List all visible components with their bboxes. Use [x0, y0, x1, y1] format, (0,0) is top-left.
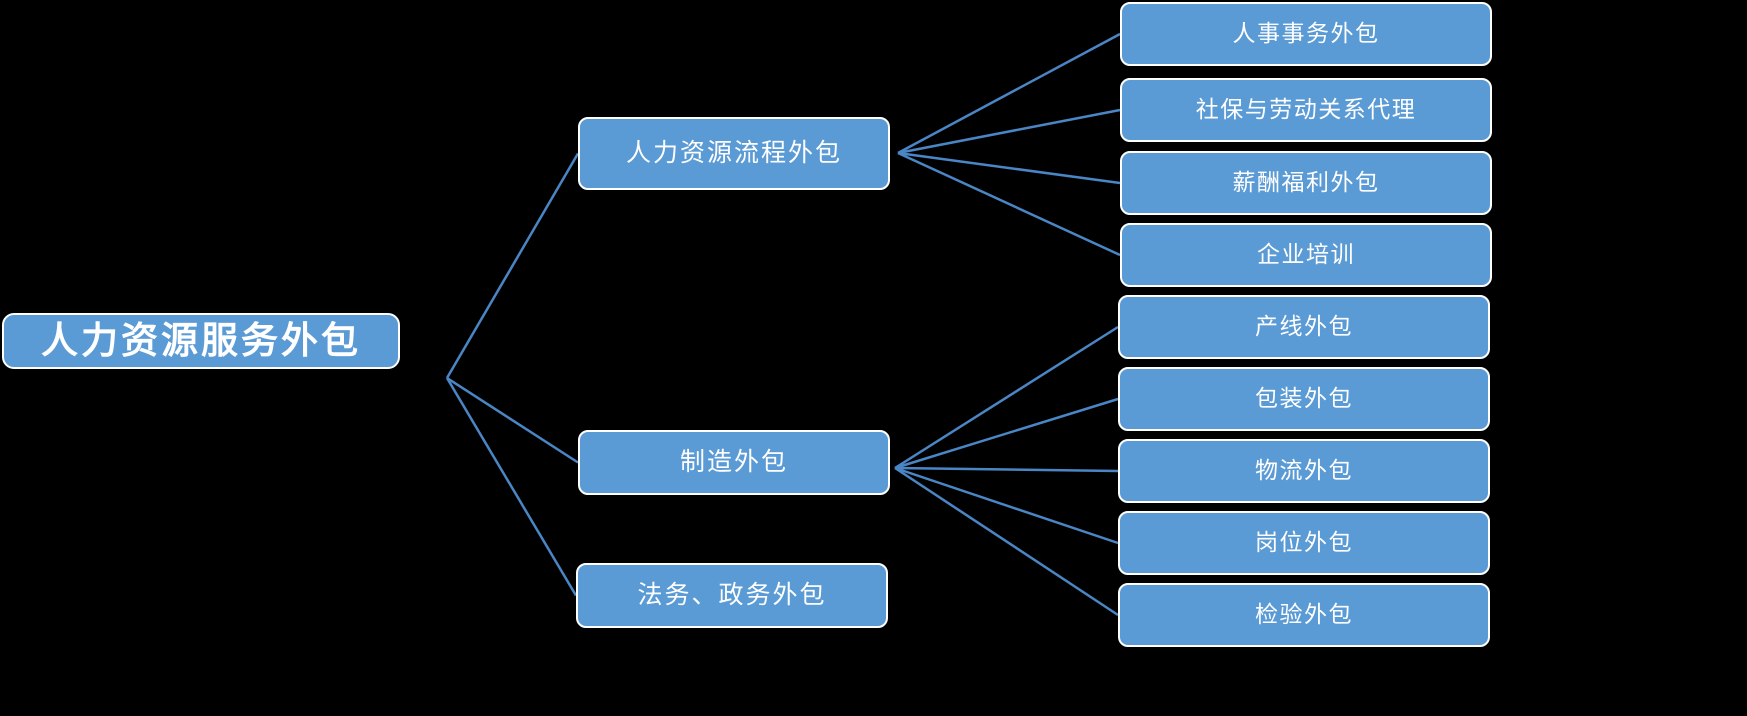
edge-branch-0-child-3: [897, 151, 1121, 257]
edge-branch-0-child-0: [897, 32, 1121, 155]
leaf-node-0-3[interactable]: 企业培训: [1120, 223, 1492, 287]
edge-branch-1-child-2: [894, 466, 1119, 473]
leaf-node-0-3-label: 企业培训: [1257, 241, 1355, 268]
branch-node-0-label: 人力资源流程外包: [625, 138, 842, 167]
leaf-node-0-1-label: 社保与劳动关系代理: [1195, 96, 1417, 123]
edge-branch-1-child-1: [894, 397, 1119, 470]
leaf-node-0-0[interactable]: 人事事务外包: [1120, 2, 1492, 66]
leaf-node-0-0-label: 人事事务外包: [1232, 20, 1380, 47]
branch-node-1-label: 制造外包: [679, 447, 788, 476]
edge-root-branch-1: [446, 376, 579, 464]
leaf-node-0-1[interactable]: 社保与劳动关系代理: [1120, 78, 1492, 142]
edge-root-branch-0: [445, 152, 580, 379]
edge-branch-0-child-1: [897, 108, 1121, 155]
root-node-label: 人力资源服务外包: [41, 319, 361, 361]
edge-root-branch-2: [445, 377, 578, 597]
root-node[interactable]: 人力资源服务外包: [2, 313, 400, 369]
branch-node-2-label: 法务、政务外包: [637, 580, 827, 609]
leaf-node-1-0-label: 产线外包: [1255, 313, 1353, 340]
branch-node-1[interactable]: 制造外包: [578, 430, 890, 495]
leaf-node-1-3-label: 岗位外包: [1255, 529, 1353, 556]
leaf-node-0-2[interactable]: 薪酬福利外包: [1120, 151, 1492, 215]
edge-branch-1-child-4: [894, 466, 1119, 617]
leaf-node-1-2-label: 物流外包: [1255, 457, 1353, 484]
leaf-node-1-4[interactable]: 检验外包: [1118, 583, 1490, 647]
branch-node-0[interactable]: 人力资源流程外包: [578, 117, 890, 190]
edge-branch-0-child-2: [897, 151, 1121, 185]
leaf-node-1-3[interactable]: 岗位外包: [1118, 511, 1490, 575]
leaf-node-1-0[interactable]: 产线外包: [1118, 295, 1490, 359]
edge-branch-1-child-3: [894, 466, 1119, 545]
leaf-node-1-1[interactable]: 包装外包: [1118, 367, 1490, 431]
leaf-node-1-1-label: 包装外包: [1255, 385, 1353, 412]
leaf-node-1-4-label: 检验外包: [1255, 601, 1353, 628]
leaf-node-1-2[interactable]: 物流外包: [1118, 439, 1490, 503]
leaf-node-0-2-label: 薪酬福利外包: [1232, 169, 1380, 196]
branch-node-2[interactable]: 法务、政务外包: [576, 563, 888, 628]
edge-branch-1-child-0: [894, 325, 1119, 470]
